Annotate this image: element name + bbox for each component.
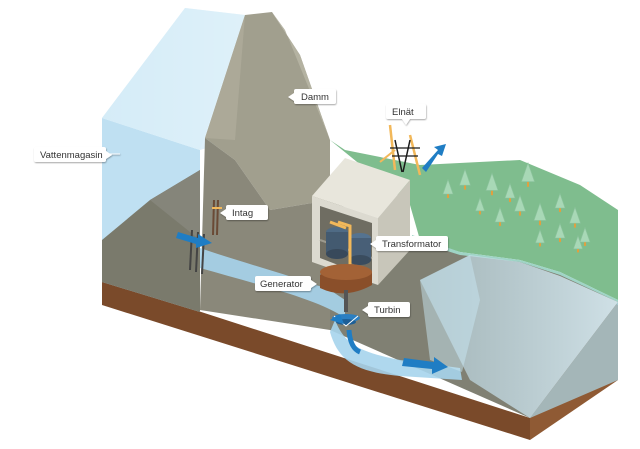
- label-turbine-text: Turbin: [374, 305, 401, 316]
- label-intake-text: Intag: [232, 208, 253, 219]
- label-reservoir: Vattenmagasin: [34, 147, 120, 162]
- label-turbine: Turbin: [362, 302, 410, 317]
- tree: [554, 192, 566, 212]
- label-reservoir-text: Vattenmagasin: [40, 150, 103, 161]
- transformer: [326, 220, 371, 266]
- tree: [485, 172, 499, 196]
- tree: [475, 196, 485, 215]
- label-grid: Elnät: [386, 104, 426, 125]
- tree: [569, 206, 581, 228]
- tree: [579, 226, 591, 246]
- label-grid-text: Elnät: [392, 107, 414, 118]
- label-intake: Intag: [220, 205, 268, 220]
- label-generator: Generator: [255, 276, 317, 291]
- power-pylon: [379, 124, 446, 176]
- tree: [504, 182, 516, 202]
- forest: [442, 161, 591, 253]
- tree: [442, 178, 454, 198]
- label-generator-text: Generator: [260, 279, 303, 290]
- label-dam-text: Damm: [301, 92, 329, 103]
- label-transformer: Transformator: [370, 236, 448, 251]
- tree: [533, 202, 547, 226]
- intake-grille: [189, 199, 222, 275]
- tree: [514, 194, 526, 216]
- flow-arrows: [176, 232, 448, 374]
- label-transformer-text: Transformator: [382, 239, 441, 250]
- tree: [521, 161, 535, 187]
- tree: [494, 206, 506, 226]
- generator: [320, 264, 372, 312]
- tree: [554, 222, 566, 242]
- rock-under-reservoir: [102, 170, 200, 312]
- tree: [459, 168, 471, 190]
- tree: [573, 234, 583, 253]
- label-dam: Damm: [288, 89, 336, 104]
- tree: [535, 228, 545, 247]
